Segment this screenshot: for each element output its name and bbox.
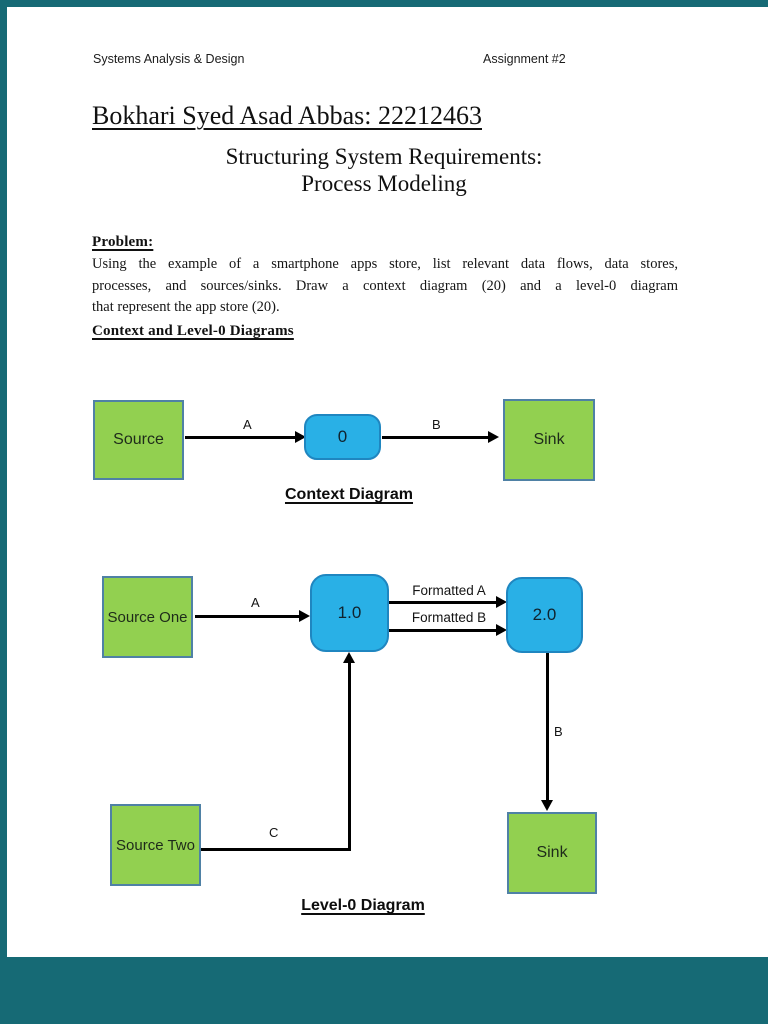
problem-body-line: processes, and sources/sinks. Draw a con… — [92, 277, 678, 294]
formatted-a-label: Formatted A — [412, 583, 486, 598]
flow-b-arrow-line — [382, 436, 489, 439]
flow-c-vertical-line — [348, 662, 351, 851]
level0-process-2-label: 2.0 — [532, 605, 557, 624]
flow-a-label: A — [243, 417, 252, 432]
subtitle-line-1: Structuring System Requirements: — [225, 144, 543, 169]
section-heading: Context and Level-0 Diagrams — [92, 323, 294, 339]
header-course-label: Systems Analysis & Design — [93, 52, 245, 66]
page-title: Bokhari Syed Asad Abbas: 22212463 — [92, 101, 482, 130]
level0-source-two-box: Source Two — [110, 804, 201, 886]
context-sink-label: Sink — [533, 431, 565, 448]
level0-flow-a-arrow-line — [195, 615, 300, 618]
header-assignment-label: Assignment #2 — [483, 52, 566, 66]
level0-flow-b-label: B — [554, 724, 563, 739]
formatted-a-arrow-line — [389, 601, 497, 604]
problem-heading: Problem: — [92, 234, 154, 250]
flow-b-label: B — [432, 417, 441, 432]
level0-flow-a-label: A — [251, 595, 260, 610]
context-sink-box: Sink — [503, 399, 595, 481]
context-diagram-caption: Context Diagram — [284, 486, 414, 503]
subtitle-line-2: Process Modeling — [301, 171, 467, 196]
level0-source-one-box: Source One — [102, 576, 193, 658]
viewer-frame-bottom — [0, 957, 768, 1024]
flow-b-arrowhead-icon — [488, 431, 499, 443]
level0-process-2-box: 2.0 — [506, 577, 583, 653]
viewer-frame-top — [0, 0, 768, 7]
flow-a-arrowhead-icon — [295, 431, 306, 443]
flow-a-arrow-line — [185, 436, 295, 439]
problem-body-line: Using the example of a smartphone apps s… — [92, 256, 678, 272]
flow-c-horizontal-line — [201, 848, 351, 851]
formatted-b-label: Formatted B — [411, 610, 487, 625]
level0-sink-box: Sink — [507, 812, 597, 894]
level0-diagram-caption: Level-0 Diagram — [301, 897, 425, 914]
problem-body-line: that represent the app store (20). — [92, 299, 280, 315]
context-process-box: 0 — [304, 414, 381, 460]
formatted-a-arrowhead-icon — [496, 596, 507, 608]
level0-flow-a-arrowhead-icon — [299, 610, 310, 622]
problem-body: Using the example of a smartphone apps s… — [92, 254, 678, 319]
level0-source-one-label: Source One — [107, 608, 188, 626]
flow-c-label: C — [269, 825, 279, 840]
flow-c-arrowhead-icon — [343, 652, 355, 663]
level0-process-1-box: 1.0 — [310, 574, 389, 652]
level0-flow-b-arrowhead-icon — [541, 800, 553, 811]
level0-flow-b-arrow-line — [546, 653, 549, 801]
level0-source-two-label: Source Two — [116, 836, 195, 854]
context-source-label: Source — [113, 431, 164, 448]
viewer-frame-left — [0, 0, 7, 1024]
level0-sink-label: Sink — [536, 844, 568, 861]
context-source-box: Source — [93, 400, 184, 480]
page-subtitle: Structuring System Requirements: Process… — [0, 143, 768, 197]
level0-process-1-label: 1.0 — [337, 603, 362, 622]
formatted-b-arrow-line — [389, 629, 497, 632]
context-process-label: 0 — [337, 427, 348, 446]
formatted-b-arrowhead-icon — [496, 624, 507, 636]
